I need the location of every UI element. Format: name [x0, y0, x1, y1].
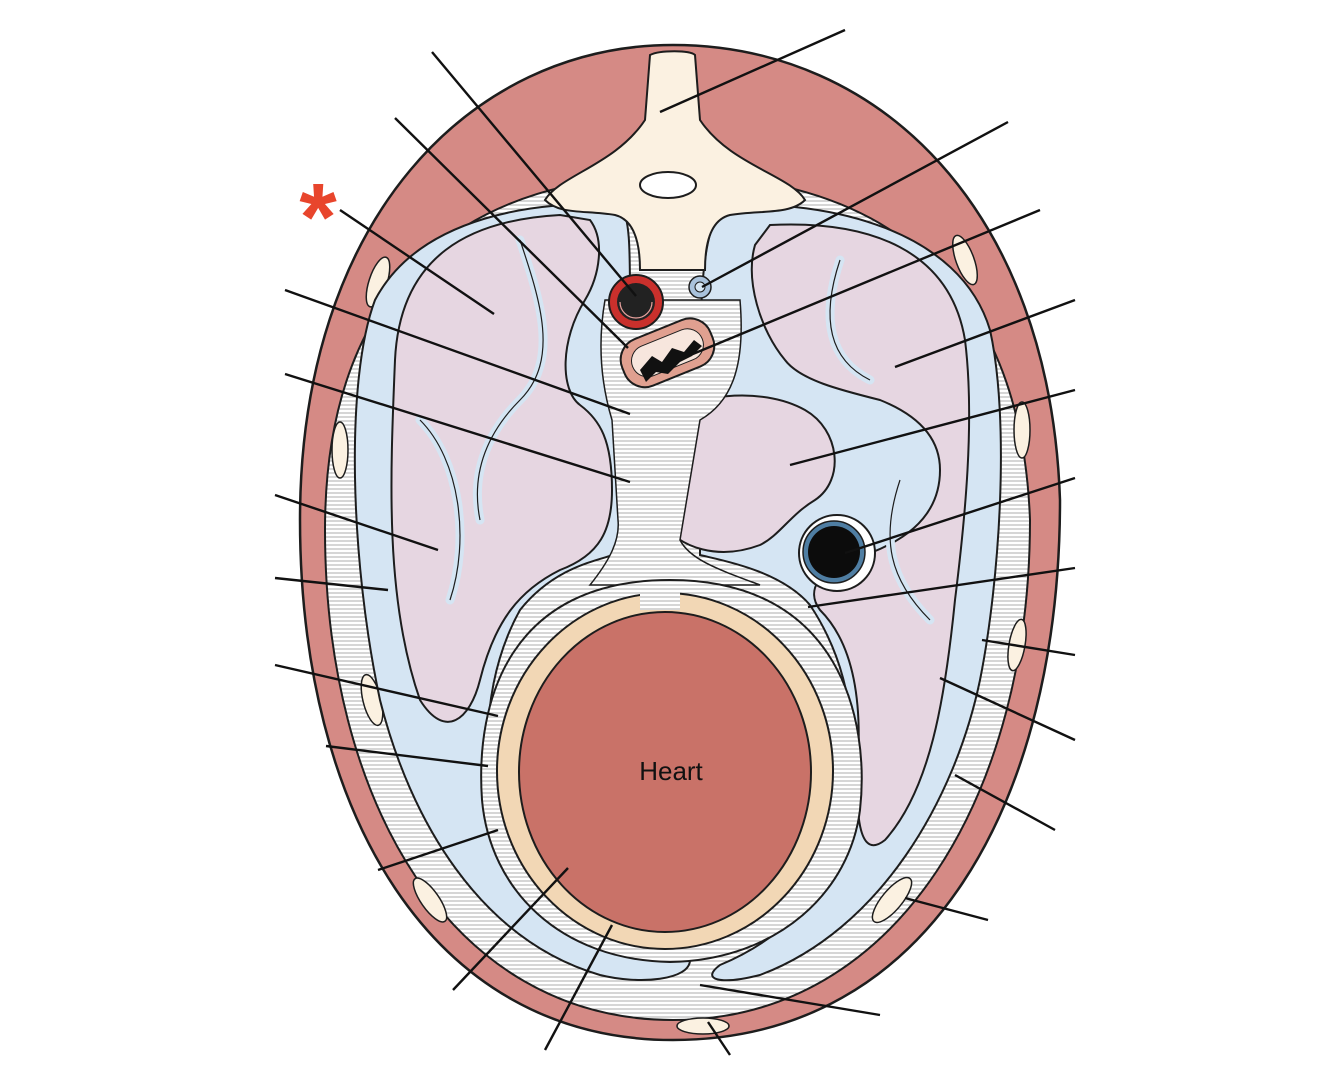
leader-line-25 [659, 28, 846, 114]
label-leader-lines [274, 28, 1076, 1056]
leader-line-19 [807, 566, 1076, 609]
asterisk-marker: * [299, 164, 337, 271]
leader-line-13 [707, 1021, 731, 1056]
leader-line-12 [543, 924, 614, 1051]
aorta [608, 274, 664, 330]
leader-line-11 [452, 867, 569, 991]
leader-line-2 [394, 117, 629, 349]
leader-line-21 [789, 388, 1076, 467]
leader-line-6 [274, 493, 439, 552]
spinal-canal [639, 171, 697, 199]
leader-line-20 [844, 476, 1076, 555]
leader-line-15 [904, 896, 989, 922]
vena-cava [798, 514, 876, 592]
leader-line-1 [431, 51, 637, 297]
leader-line-24 [701, 120, 1009, 289]
vertebra [543, 50, 807, 271]
esophagus [619, 317, 716, 389]
leader-line-10 [377, 828, 499, 872]
heart-label: Heart [639, 756, 703, 786]
leader-line-9 [325, 744, 489, 768]
leader-line-22 [894, 298, 1076, 369]
leader-line-8 [274, 663, 499, 718]
thoracic-duct [688, 275, 712, 299]
leader-line-7 [274, 576, 389, 592]
lung-fissure-outlines [419, 239, 931, 621]
leader-line-23 [687, 208, 1041, 358]
leader-line-3 [339, 209, 495, 315]
leader-line-18 [981, 638, 1076, 657]
right-lung [750, 223, 971, 847]
pericardial-gap [640, 590, 680, 610]
leader-line-4 [284, 288, 631, 416]
heart [518, 611, 812, 933]
leader-line-17 [939, 676, 1076, 742]
leader-line-16 [954, 773, 1056, 832]
leader-line-5 [284, 372, 631, 484]
leader-line-14 [699, 983, 881, 1017]
left-lung [390, 213, 614, 723]
